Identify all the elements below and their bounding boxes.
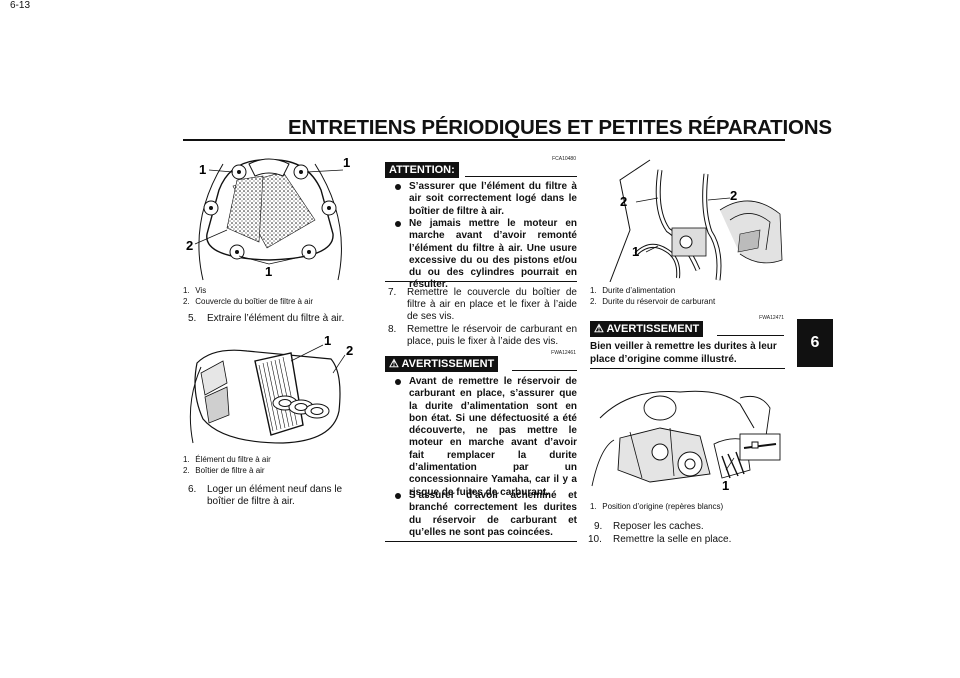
figure-air-filter-cover: 1 1 2 1	[183, 150, 355, 282]
callout-1: 1	[199, 162, 206, 177]
warning-bullet: S’assurer d’avoir acheminé et branché co…	[395, 490, 577, 539]
notice-code: FCA10480	[552, 156, 576, 162]
notice-end-rule	[385, 281, 577, 282]
notice-code: FWA12471	[759, 315, 784, 321]
figure-caption: 2. Boîtier de filtre à air	[183, 466, 265, 475]
attention-bullet: Ne jamais mettre le moteur en marche ava…	[395, 218, 577, 292]
figure-caption: 2. Couvercle du boîtier de filtre à air	[183, 297, 314, 306]
figure-fuel-hoses: 2 2 1	[590, 150, 786, 282]
callout-2: 2	[186, 238, 193, 253]
callout-2: 2	[730, 188, 737, 203]
attention-bullet: S’assurer que l’élément du filtre à air …	[395, 181, 577, 218]
step-10: 10.Remettre la selle en place.	[588, 534, 732, 545]
callout-2: 2	[620, 194, 627, 209]
callout-1: 1	[343, 155, 350, 170]
bullet-dot-icon	[395, 184, 401, 190]
notice-rule	[465, 176, 577, 177]
step-5: 5.Extraire l’élément du filtre à air.	[188, 313, 345, 324]
callout-2: 2	[346, 343, 353, 358]
bullet-dot-icon	[395, 379, 401, 385]
callout-1: 1	[722, 478, 729, 493]
page-title: ENTRETIENS PÉRIODIQUES ET PETITES RÉPARA…	[288, 116, 832, 139]
figure-caption: 1. Durite d’alimentation	[590, 286, 676, 295]
step-6: 6.Loger un élément neuf dans le boîtier …	[188, 484, 343, 507]
figure-caption: 1. Vis	[183, 286, 207, 295]
step-9: 9.Reposer les caches.	[594, 521, 704, 532]
header-rule	[183, 139, 785, 141]
notice-rule	[717, 335, 784, 336]
warning-triangle-icon: ⚠	[389, 358, 399, 370]
figure-caption: 2. Durite du réservoir de carburant	[590, 297, 716, 306]
warning-label: ⚠ AVERTISSEMENT	[385, 356, 499, 372]
warning-text: Bien veiller à remettre les durites à le…	[590, 341, 777, 365]
attention-label: ATTENTION:	[385, 162, 459, 178]
figure-caption: 1. Élément du filtre à air	[183, 455, 271, 464]
callout-1: 1	[324, 333, 331, 348]
notice-code: FWA12461	[551, 350, 576, 356]
page-number: 6-13	[9, 0, 30, 11]
step-8: 8.Remettre le réservoir de carburant en …	[388, 324, 577, 347]
notice-end-rule	[590, 368, 785, 369]
figure-caption: 1. Position d’origine (repères blancs)	[590, 502, 724, 511]
bullet-dot-icon	[395, 221, 401, 227]
figure-filter-element: 1 2	[183, 333, 355, 451]
step-7: 7.Remettre le couvercle du boîtier de fi…	[388, 287, 577, 322]
bullet-dot-icon	[395, 493, 401, 499]
notice-rule	[512, 370, 577, 371]
figure-hose-original-position: 1	[590, 378, 786, 496]
notice-end-rule	[385, 541, 577, 542]
callout-1: 1	[265, 264, 272, 279]
callout-1: 1	[632, 244, 639, 259]
chapter-tab: 6	[797, 319, 833, 367]
warning-triangle-icon: ⚠	[594, 323, 604, 335]
warning-label: ⚠ AVERTISSEMENT	[590, 321, 704, 337]
warning-bullet: Avant de remettre le réservoir de carbur…	[395, 376, 577, 499]
